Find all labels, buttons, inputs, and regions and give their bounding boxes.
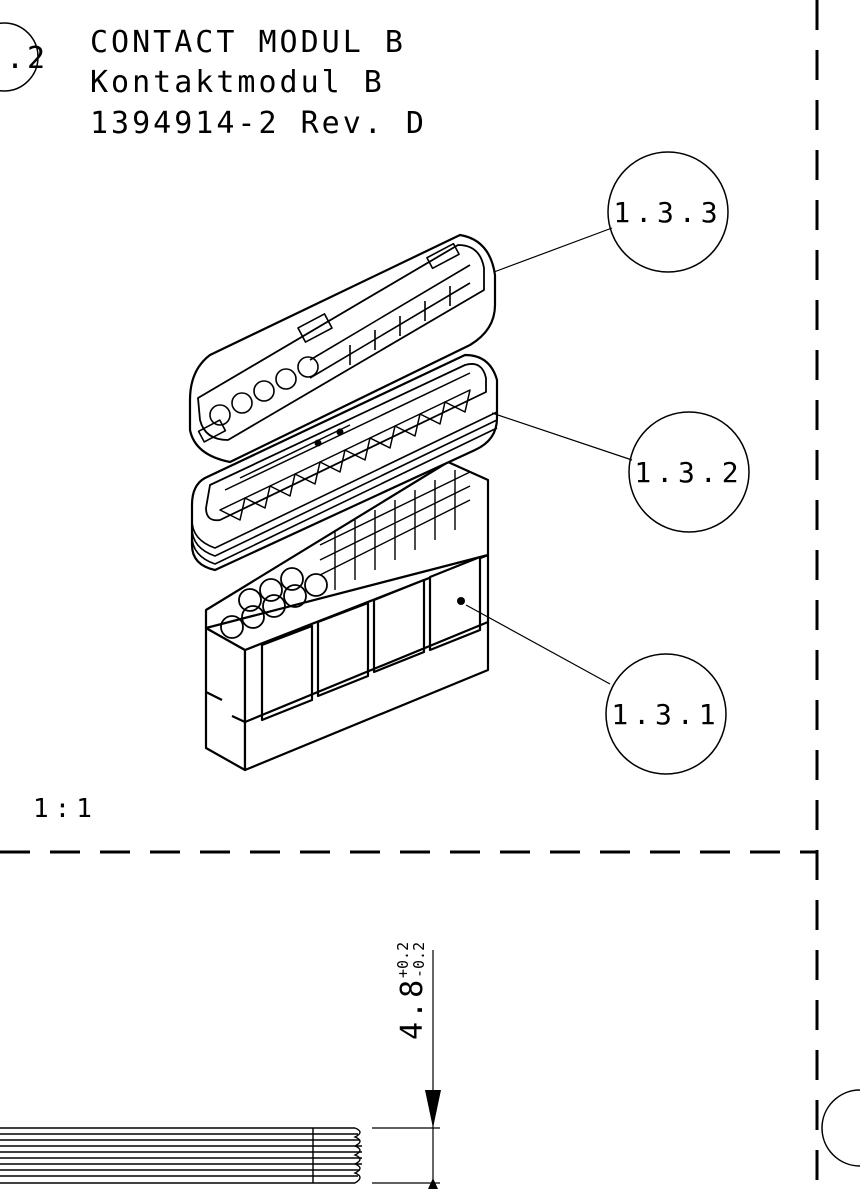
- cover-part: [188, 233, 497, 464]
- balloon-label: 1.3.3: [613, 196, 722, 229]
- balloon-label: 1.3.2: [634, 456, 743, 489]
- balloon-1-3-1: 1.3.1: [605, 653, 727, 775]
- dimension-nominal: 4.8: [395, 977, 430, 1040]
- part-number: 1394914-2 Rev. D: [90, 106, 427, 141]
- housing-part: [204, 460, 490, 772]
- dimension-tol-minus: -0.2: [410, 942, 428, 978]
- dimension-4-8: 4.8 +0.2 -0.2: [372, 942, 441, 1189]
- contact-module-exploded-view: [188, 233, 499, 772]
- dimension-tol-plus: +0.2: [394, 942, 412, 978]
- section-frame: [0, 0, 819, 1189]
- partial-bubble: [821, 1089, 860, 1167]
- leader-lines: [465, 227, 633, 685]
- title-german: Kontaktmodul B: [90, 65, 385, 100]
- item-bubble: .2: [0, 22, 48, 92]
- leader-1-3-3: [493, 227, 613, 273]
- leader-1-3-2: [491, 412, 633, 461]
- balloon-1-3-3: 1.3.3: [607, 151, 729, 273]
- balloon-label: 1.3.1: [611, 698, 720, 731]
- balloon-1-3-2: 1.3.2: [628, 411, 750, 533]
- item-bubble-label: .2: [6, 41, 48, 76]
- scale-label: 1:1: [33, 794, 98, 824]
- seal-mat-part: [190, 353, 499, 572]
- leader-1-3-1: [465, 604, 611, 685]
- ribbon-section: [0, 1127, 362, 1184]
- title-english: CONTACT MODUL B: [90, 25, 406, 60]
